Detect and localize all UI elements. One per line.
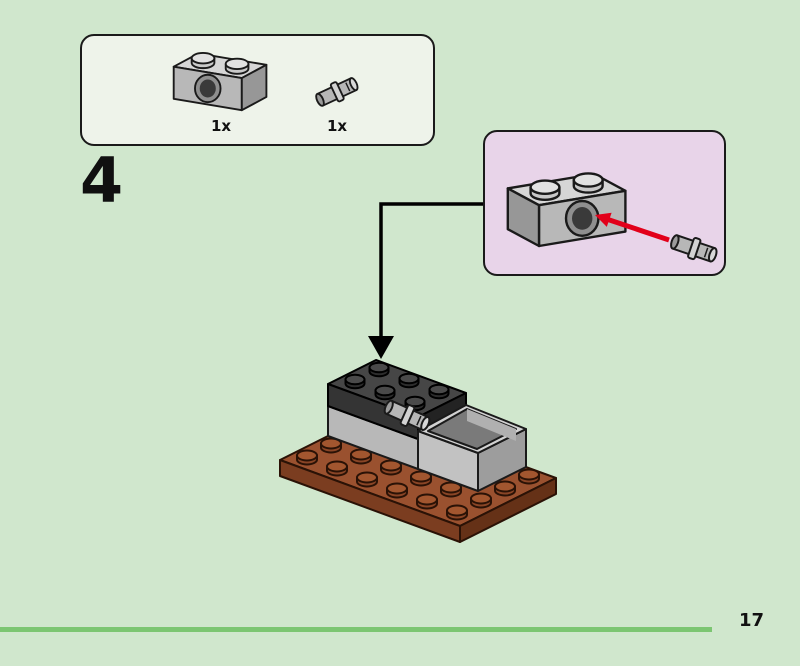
parts-callout-box: 1x 1x <box>80 34 435 146</box>
part-count-label: 1x <box>326 117 348 135</box>
black-brick-studs <box>344 361 450 412</box>
page-number: 17 <box>738 610 764 631</box>
technic-brick-icon <box>172 52 268 112</box>
footer-divider <box>0 627 712 632</box>
part-count-label: 1x <box>210 117 232 135</box>
part-item-technic-brick: 1x <box>168 44 274 135</box>
baseplate-studs <box>296 437 540 521</box>
technic-pin-icon <box>312 73 362 111</box>
pin-insertion-diagram <box>506 172 721 267</box>
part-item-technic-pin: 1x <box>308 62 366 135</box>
panel-piece <box>417 404 527 492</box>
callout-technic-brick-icon <box>506 172 627 248</box>
assembly-diagram <box>279 359 557 543</box>
callout-technic-pin-icon <box>667 229 721 267</box>
insertion-callout-box <box>483 130 726 276</box>
step-number: 4 <box>80 144 124 217</box>
callout-red-arrow-icon <box>595 212 670 243</box>
